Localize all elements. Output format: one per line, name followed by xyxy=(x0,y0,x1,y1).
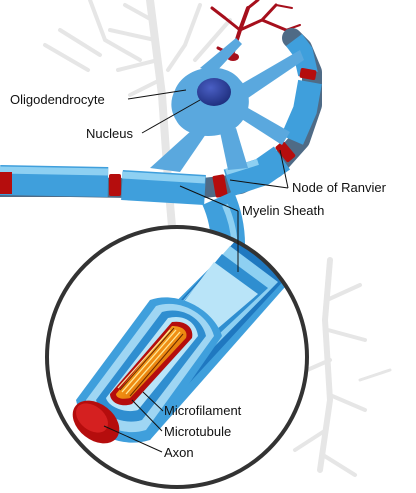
leader-myelin-sheath xyxy=(179,185,239,212)
label-microtubule: Microtubule xyxy=(164,424,231,439)
myelin-segments xyxy=(0,34,322,205)
label-nucleus: Nucleus xyxy=(86,126,133,141)
label-node-of-ranvier: Node of Ranvier xyxy=(292,180,387,195)
leader-axon xyxy=(103,425,163,453)
leader-oligodendrocyte xyxy=(127,89,187,100)
label-oligodendrocyte: Oligodendrocyte xyxy=(10,92,105,107)
leader-microfilament xyxy=(142,391,164,412)
node-2 xyxy=(212,174,228,198)
magnifier-circle-border xyxy=(45,225,309,489)
leader-node-of-ranvier xyxy=(229,179,289,189)
nodes-of-ranvier xyxy=(0,68,317,198)
node-left xyxy=(0,172,12,194)
label-axon: Axon xyxy=(164,445,194,460)
node-4 xyxy=(299,68,317,80)
leader-nucleus xyxy=(141,99,201,134)
oligodendrocyte-cell xyxy=(150,38,304,172)
leader-lines xyxy=(103,89,289,453)
label-microfilament: Microfilament xyxy=(164,403,242,418)
label-myelin-sheath: Myelin Sheath xyxy=(242,203,324,218)
leader-microtubule xyxy=(131,399,163,432)
node-3 xyxy=(275,141,296,163)
leader-node-of-ranvier-2 xyxy=(279,149,289,189)
magnified-axon xyxy=(72,230,300,444)
nucleus xyxy=(197,78,231,106)
node-1 xyxy=(109,174,121,196)
